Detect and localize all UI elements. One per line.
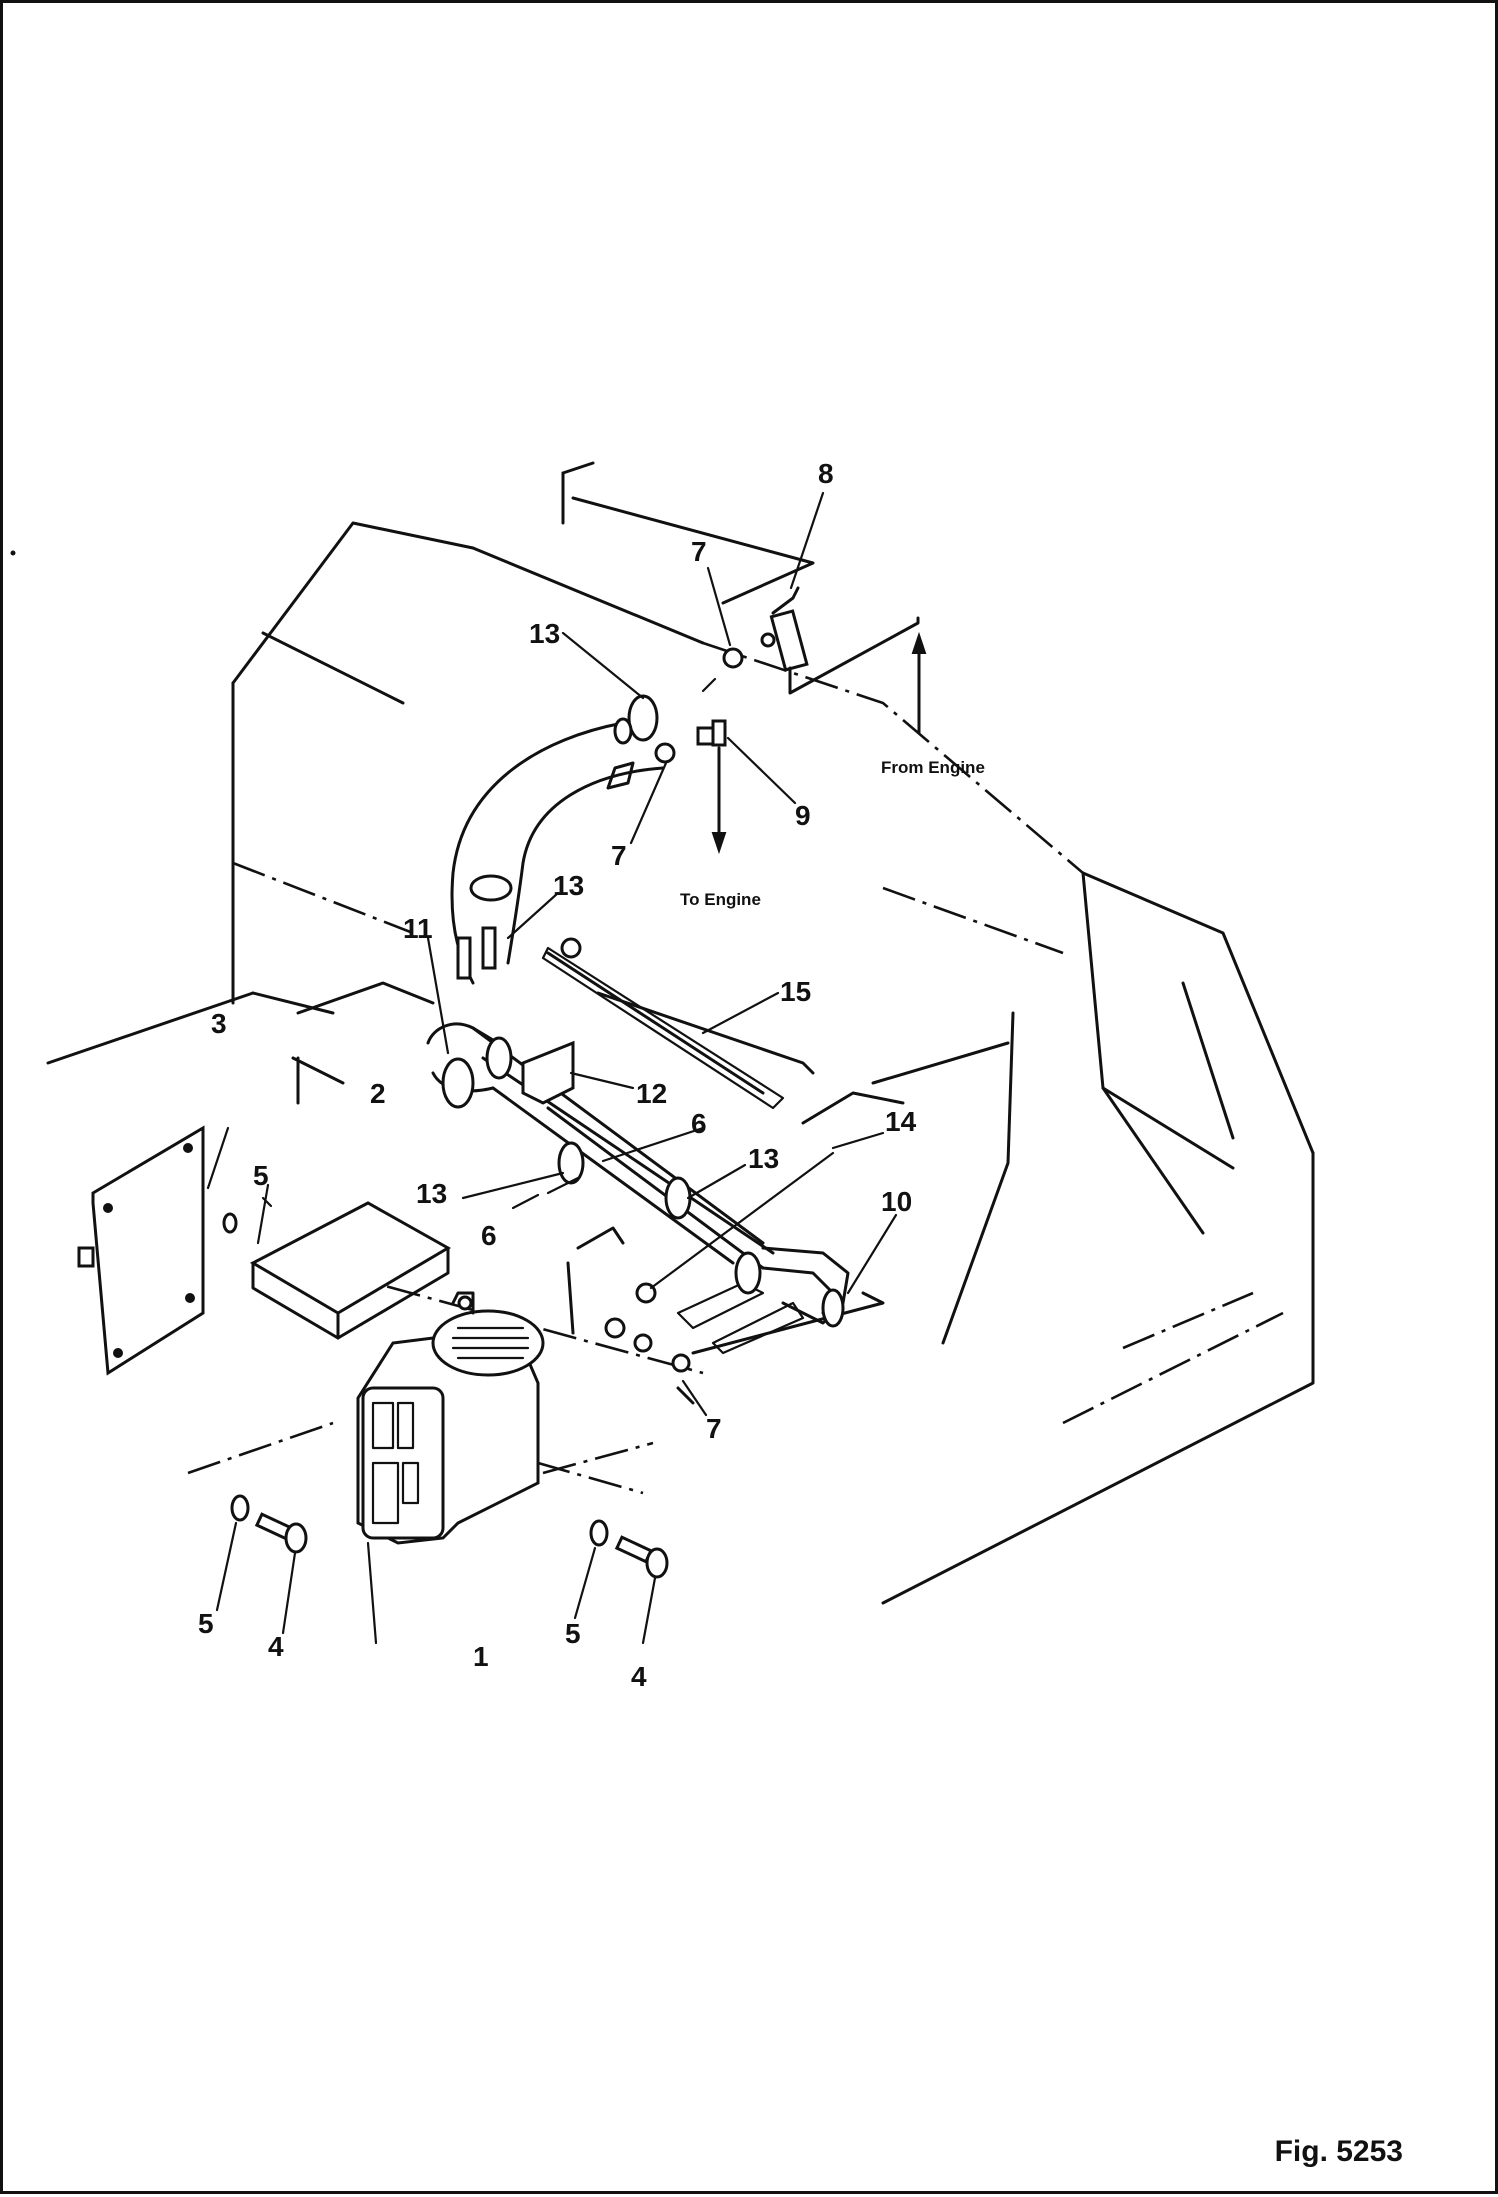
callout-labels: 8 7 13 7 9 13 11 15 3 12 2 6 14 13 5 13 … — [198, 458, 917, 1692]
callout-13-top: 13 — [529, 618, 560, 649]
callout-1: 1 — [473, 1641, 489, 1672]
figure-label: Fig. 5253 — [1274, 2135, 1403, 2168]
callout-5-bottom-right: 5 — [565, 1618, 581, 1649]
callout-3: 3 — [211, 1008, 227, 1039]
part-9-elbow — [696, 719, 727, 747]
callout-12: 12 — [636, 1078, 667, 1109]
to-engine-note: To Engine — [680, 890, 761, 909]
part-12-tag — [521, 1040, 575, 1105]
callout-2: 2 — [370, 1078, 386, 1109]
callout-13-left: 13 — [416, 1178, 447, 1209]
part-2-bracket — [249, 1201, 452, 1340]
leader-lines — [206, 491, 898, 1645]
callout-14: 14 — [885, 1106, 917, 1137]
callout-6-upper: 6 — [691, 1108, 707, 1139]
callout-8: 8 — [818, 458, 834, 489]
callout-15: 15 — [780, 976, 811, 1007]
bolts-and-washers — [222, 1196, 669, 1579]
hose-clamps — [441, 694, 845, 1328]
callout-9: 9 — [795, 800, 811, 831]
callout-7-top: 7 — [691, 536, 707, 567]
callout-7-mid: 7 — [611, 840, 627, 871]
part-15-duct — [596, 991, 815, 1075]
part-3-cover-plate — [77, 1125, 205, 1376]
callout-5-bottom-left: 5 — [198, 1608, 214, 1639]
callout-13-upper: 13 — [553, 870, 584, 901]
callout-7-lower: 7 — [706, 1413, 722, 1444]
callout-11: 11 — [403, 913, 433, 944]
callout-13-right: 13 — [748, 1143, 779, 1174]
parts-diagram: 8 7 13 7 9 13 11 15 3 12 2 6 14 13 5 13 … — [10, 458, 1315, 1692]
callout-5-left: 5 — [253, 1160, 269, 1191]
machine-body-outline — [231, 521, 1315, 1605]
flow-arrows — [711, 631, 927, 855]
from-engine-note: From Engine — [881, 758, 985, 777]
callout-4-left: 4 — [268, 1631, 284, 1662]
part-1-heater-unit — [356, 1291, 545, 1545]
callout-6-lower: 6 — [481, 1220, 497, 1251]
stray-dot — [10, 550, 16, 556]
part-8-valve — [760, 586, 920, 695]
callout-4-right: 4 — [631, 1661, 647, 1692]
flow-notes: From Engine To Engine — [680, 758, 985, 909]
callout-10: 10 — [881, 1186, 912, 1217]
hose-assembly — [426, 721, 850, 1355]
